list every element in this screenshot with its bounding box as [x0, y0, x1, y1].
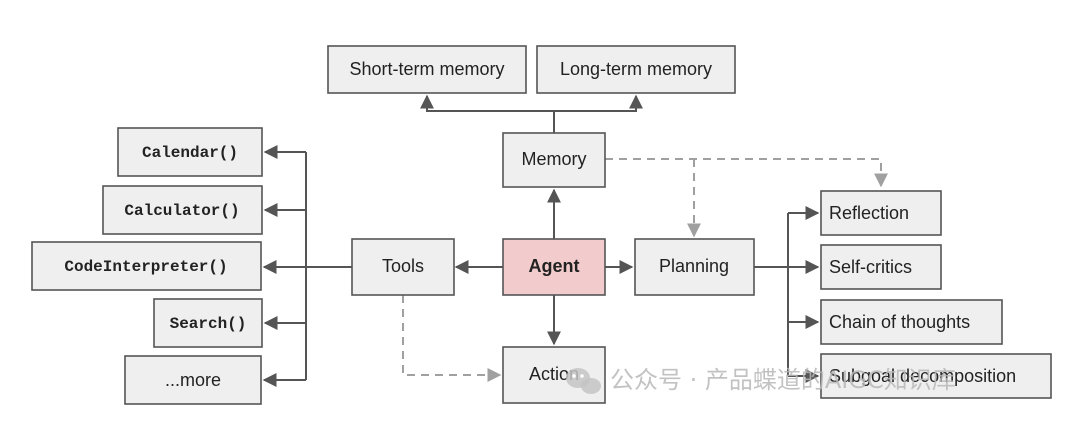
memory-to-long-term-arrow: [554, 94, 643, 112]
code-interpreter-label: CodeInterpreter(): [64, 258, 227, 276]
node-long-term-memory: Long-term memory: [536, 45, 736, 94]
memory-label: Memory: [521, 149, 586, 169]
node-chain-of-thoughts: Chain of thoughts: [820, 299, 1003, 345]
node-code-interpreter: CodeInterpreter(): [31, 241, 262, 291]
tools-label: Tools: [382, 256, 424, 276]
node-planning: Planning: [634, 238, 755, 296]
node-more: ...more: [124, 355, 262, 405]
tools-to-action-dashed-arrow: [402, 295, 502, 382]
chain-of-thoughts-label: Chain of thoughts: [829, 312, 970, 332]
wechat-icon: [566, 368, 601, 394]
watermark: 公众号 · 产品蝶道的AIGC知识库: [566, 366, 956, 394]
node-search: Search(): [153, 298, 263, 348]
reflection-label: Reflection: [829, 203, 909, 223]
node-memory: Memory: [502, 132, 606, 188]
watermark-text: 公众号 · 产品蝶道的AIGC知识库: [610, 366, 956, 394]
planning-label: Planning: [659, 256, 729, 276]
connectors: [262, 94, 888, 387]
node-calculator: Calculator(): [102, 185, 263, 235]
calculator-label: Calculator(): [124, 202, 239, 220]
node-tools: Tools: [351, 238, 455, 296]
long-term-memory-label: Long-term memory: [560, 59, 712, 79]
self-critics-label: Self-critics: [829, 257, 912, 277]
node-action: Action: [502, 346, 606, 404]
memory-to-reflection-dashed-arrow: [605, 158, 888, 188]
node-short-term-memory: Short-term memory: [327, 45, 527, 94]
search-label: Search(): [170, 315, 247, 333]
calendar-label: Calendar(): [142, 144, 238, 162]
subgoal-decomposition-label: Subgoal decomposition: [829, 366, 1016, 386]
node-reflection: Reflection: [820, 190, 942, 236]
more-label: ...more: [165, 370, 221, 390]
node-subgoal-decomposition: Subgoal decomposition: [820, 353, 1052, 399]
node-agent: Agent: [502, 238, 606, 296]
memory-to-short-term-arrow: [420, 94, 555, 133]
node-calendar: Calendar(): [117, 127, 263, 177]
short-term-memory-label: Short-term memory: [349, 59, 504, 79]
node-self-critics: Self-critics: [820, 244, 942, 290]
agent-label: Agent: [529, 256, 580, 276]
